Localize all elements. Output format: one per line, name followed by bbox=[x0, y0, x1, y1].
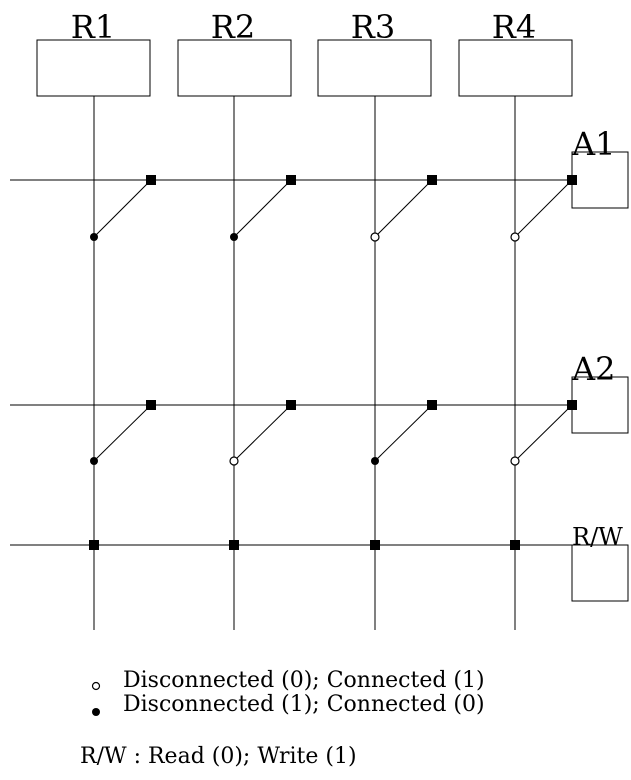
legend-filled-circle-icon bbox=[92, 708, 100, 716]
legend-filled-text: Disconnected (1); Connected (0) bbox=[123, 692, 485, 717]
register-box-1 bbox=[36, 39, 151, 97]
rw-junction-r1 bbox=[89, 540, 99, 550]
switch-a2-r3-contact bbox=[427, 400, 437, 410]
legend-open-circle-icon bbox=[91, 681, 101, 691]
switch-a1-r1-contact bbox=[146, 175, 156, 185]
switch-a2-r3-node bbox=[371, 457, 379, 465]
switch-a2-r1-contact bbox=[146, 400, 156, 410]
address-box-a2 bbox=[571, 376, 629, 434]
switch-a1-r3-node bbox=[370, 232, 380, 242]
switches-row-a2 bbox=[90, 400, 577, 466]
switch-a1-r2-arm bbox=[233, 179, 292, 238]
register-label-3: R3 bbox=[351, 8, 395, 46]
register-box-3 bbox=[317, 39, 432, 97]
switch-a2-r1-arm bbox=[93, 404, 152, 462]
switch-a1-r1-arm bbox=[93, 179, 152, 238]
switch-a2-r4-arm bbox=[514, 404, 573, 462]
switch-a2-r2-contact bbox=[286, 400, 296, 410]
rw-junction-r4 bbox=[510, 540, 520, 550]
legend: Disconnected (0); Connected (1) Disconne… bbox=[80, 668, 485, 769]
switch-a1-r4-node bbox=[510, 232, 520, 242]
switch-a2-r4-contact bbox=[567, 400, 577, 410]
register-labels: R1 R2 R3 R4 bbox=[71, 8, 536, 46]
register-label-4: R4 bbox=[492, 8, 536, 46]
switch-a1-r1-node bbox=[90, 233, 98, 241]
switch-a1-r4-contact bbox=[567, 175, 577, 185]
address-label-a1: A1 bbox=[571, 125, 615, 163]
switch-a1-r4-arm bbox=[514, 179, 573, 238]
register-label-2: R2 bbox=[211, 8, 255, 46]
rw-junction-r3 bbox=[370, 540, 380, 550]
rw-box bbox=[571, 544, 629, 602]
rw-junctions bbox=[89, 540, 520, 550]
switch-a2-r1-node bbox=[90, 457, 98, 465]
register-label-1: R1 bbox=[71, 8, 115, 46]
legend-rw-text: R/W : Read (0); Write (1) bbox=[80, 744, 357, 769]
register-box-2 bbox=[177, 39, 292, 97]
address-label-a2: A2 bbox=[571, 350, 615, 388]
rw-junction-r2 bbox=[229, 540, 239, 550]
switch-a1-r3-contact bbox=[427, 175, 437, 185]
address-boxes: A1 A2 R/W bbox=[571, 125, 629, 602]
legend-open-text: Disconnected (0); Connected (1) bbox=[123, 668, 485, 693]
address-box-a1 bbox=[571, 151, 629, 209]
switch-a1-r3-arm bbox=[374, 179, 433, 238]
register-box-4 bbox=[458, 39, 573, 97]
switch-a1-r2-node bbox=[230, 233, 238, 241]
switch-a1-r2-contact bbox=[286, 175, 296, 185]
switch-a2-r3-arm bbox=[374, 404, 433, 462]
register-boxes bbox=[36, 39, 573, 97]
switch-a2-r4-node bbox=[510, 456, 520, 466]
rw-label: R/W bbox=[572, 523, 623, 551]
switch-a2-r2-node bbox=[229, 456, 239, 466]
vertical-lines bbox=[93, 96, 516, 630]
switches-row-a1 bbox=[90, 175, 577, 242]
switch-a2-r2-arm bbox=[233, 404, 292, 462]
